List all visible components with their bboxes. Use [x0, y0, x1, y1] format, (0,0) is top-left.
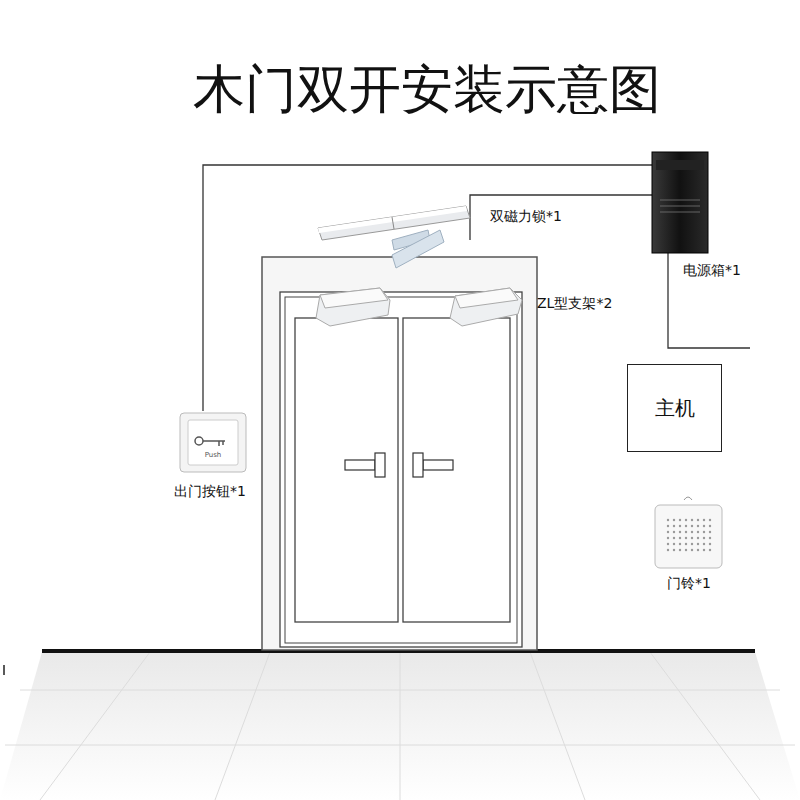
floor: [0, 651, 800, 800]
part-label: 出门按钮*1: [174, 483, 246, 500]
magnetic-lock: [318, 206, 470, 268]
zl-bracket: [316, 288, 522, 326]
host-box: 主机: [627, 364, 722, 452]
part-label: ZL型支架*2: [537, 295, 612, 312]
part-label: 双磁力锁*1: [490, 208, 562, 225]
part-label: 门铃*1: [667, 575, 711, 592]
door-bell: [655, 497, 722, 568]
button-text: Push: [205, 451, 222, 459]
part-label: 电源箱*1: [683, 262, 741, 279]
power-box: [652, 152, 708, 253]
diagram-title: 木门双开安装示意图: [193, 58, 661, 120]
node-label: 主机: [655, 395, 695, 422]
exit-button: [180, 413, 246, 472]
double-door: [262, 257, 537, 650]
node-text-group: 主机: [655, 395, 695, 422]
